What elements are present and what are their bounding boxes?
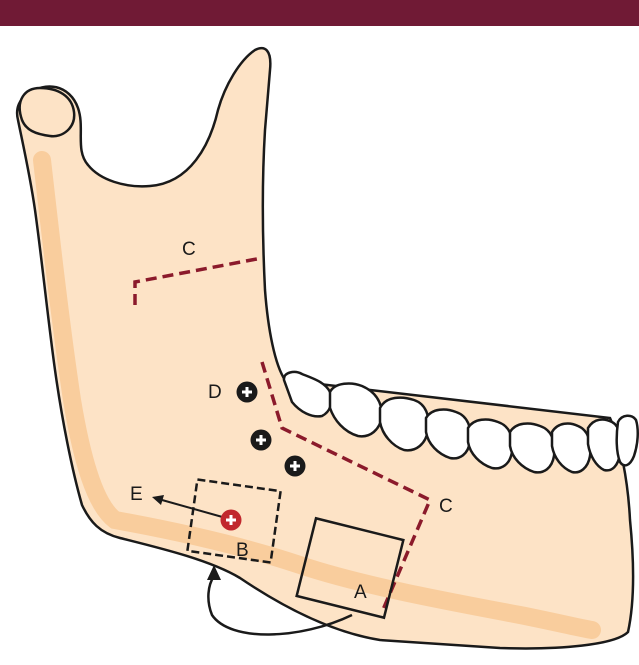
condyle-head xyxy=(20,88,74,136)
screw-icon xyxy=(237,382,258,403)
label-e: E xyxy=(130,484,143,505)
label-d: D xyxy=(208,382,222,403)
label-a: A xyxy=(354,582,367,603)
label-c-upper: C xyxy=(182,239,196,260)
screw-icon xyxy=(251,430,272,451)
tooth xyxy=(617,416,638,466)
mandible-bone xyxy=(17,48,633,648)
label-b: B xyxy=(236,540,249,561)
screw-icon xyxy=(285,456,306,477)
screw-icon xyxy=(221,510,242,531)
label-c-lower: C xyxy=(439,496,453,517)
